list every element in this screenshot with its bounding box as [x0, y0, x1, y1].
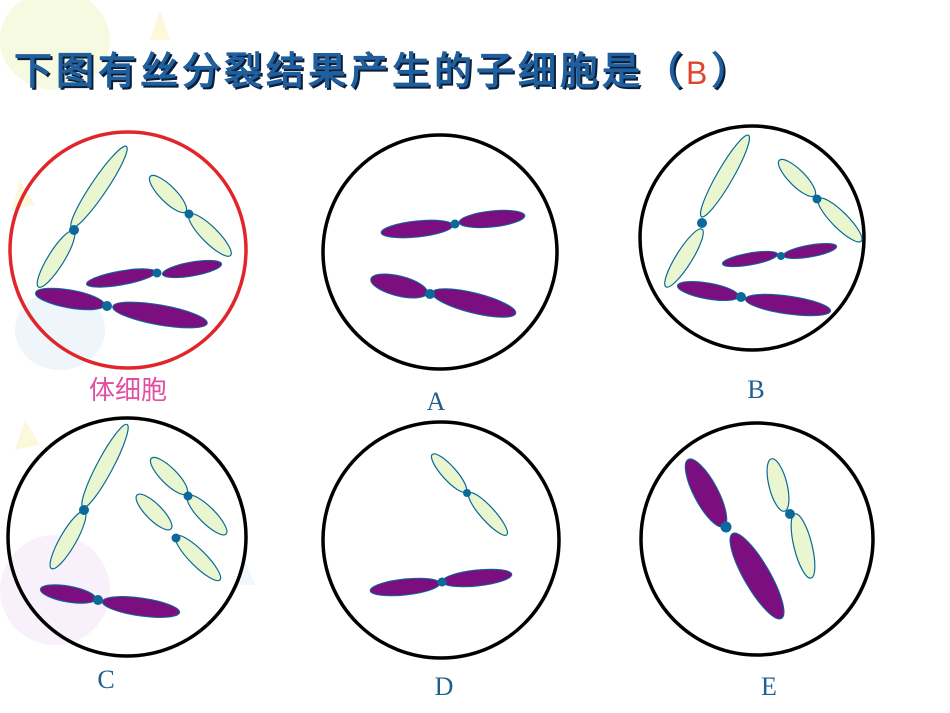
chromosome-light — [766, 458, 790, 512]
chromosome-light — [664, 228, 704, 288]
centromere — [425, 289, 435, 299]
chromosome-dark — [458, 209, 526, 229]
somatic-cell — [8, 130, 248, 370]
label-d: D — [434, 672, 454, 701]
chromosome-dark — [676, 280, 740, 302]
cell-a — [321, 133, 559, 371]
chromosome-dark — [782, 242, 838, 260]
answer-letter: B — [686, 55, 712, 91]
label-e: E — [761, 672, 777, 701]
cell-membrane — [321, 133, 559, 371]
question-text-after: ） — [711, 49, 754, 93]
centromere — [171, 533, 181, 543]
label-c: C — [97, 665, 115, 694]
cell-b — [638, 124, 866, 352]
cell-membrane — [638, 124, 866, 352]
cell-membrane — [639, 421, 875, 657]
chromosome-dark — [729, 532, 785, 620]
chromosome-light — [699, 134, 751, 218]
centromere — [720, 521, 732, 533]
chromosome-dark — [380, 219, 454, 239]
chromosome-light — [135, 493, 173, 531]
chromosome-dark — [441, 568, 513, 588]
centromere — [102, 301, 112, 311]
chromosome-light — [81, 423, 129, 509]
chromosome-light — [777, 158, 817, 198]
centromere — [812, 194, 822, 204]
label-b: B — [747, 375, 765, 404]
centromere — [183, 491, 193, 501]
centromere — [184, 209, 194, 219]
chromosome-dark — [684, 458, 728, 528]
centromere — [437, 577, 447, 587]
cell-membrane — [6, 416, 248, 658]
chromosome-light — [148, 174, 188, 214]
chromosome-light — [467, 492, 509, 536]
cell-membrane — [321, 420, 561, 660]
cell-c — [6, 416, 248, 658]
centromere — [450, 219, 460, 229]
question-text-before: 下图有丝分裂结果产生的子细胞是（ — [14, 49, 687, 93]
chromosome-light — [149, 456, 189, 496]
centromere — [152, 268, 162, 278]
question-title: 下图有丝分裂结果产生的子细胞是（B） — [14, 40, 753, 104]
chromosome-dark — [370, 273, 428, 299]
chromosome-light — [36, 230, 76, 288]
label-a: A — [426, 387, 446, 416]
cell-e — [639, 421, 875, 657]
chromosome-light — [430, 453, 468, 493]
chromosome-dark — [161, 259, 223, 279]
chromosome-dark — [369, 577, 441, 597]
centromere — [463, 489, 471, 497]
centromere — [93, 595, 103, 605]
chromosome-dark — [86, 268, 156, 288]
chromosome-dark — [744, 293, 832, 317]
chromosome-dark — [431, 288, 517, 318]
centromere — [777, 252, 785, 260]
chromosome-dark — [112, 301, 208, 329]
centromere — [697, 218, 707, 228]
centromere — [79, 505, 89, 515]
centromere — [736, 292, 746, 302]
chromosome-light — [70, 145, 128, 229]
chromosome-dark — [721, 250, 779, 268]
cell-d — [321, 420, 561, 660]
chromosome-light — [790, 513, 816, 579]
centromere — [69, 225, 79, 235]
label-somatic-cell: 体细胞 — [88, 376, 168, 406]
chromosome-dark — [101, 596, 181, 618]
centromere — [785, 509, 795, 519]
highlight-ring — [8, 130, 248, 370]
